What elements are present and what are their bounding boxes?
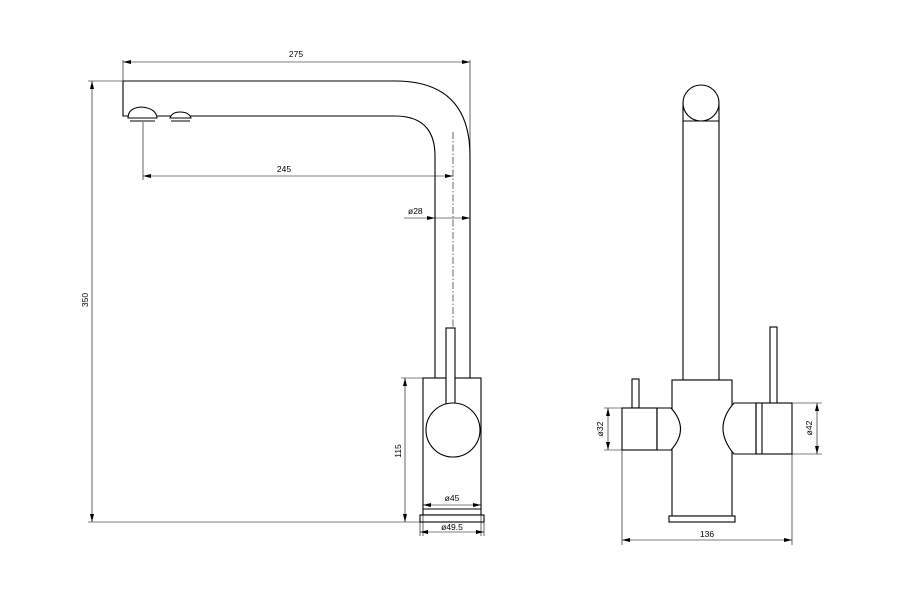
left-handle-lever [631,378,640,409]
front-body [671,379,733,517]
dimension-115: 115 [393,377,423,522]
spout-top-cap [682,84,720,122]
dimension-dia-28-label: ø28 [408,206,423,216]
lever-knob [425,402,481,458]
dimension-115-label: 115 [393,444,403,458]
lever-handle [445,327,456,413]
main-outlet-aerator [127,106,158,119]
dimension-dia-45: ø45 [422,493,482,536]
dimension-dia-45-label: ø45 [445,493,460,503]
dimension-275-label: 275 [289,49,303,59]
dimension-dia-32-label: ø32 [595,421,605,436]
left-handle-transition [656,407,682,451]
dimension-275: 275 [122,49,471,156]
side-view: 275 245 ø28 350 [80,49,485,536]
dimension-136: 136 [621,450,793,545]
dimension-dia-28: ø28 [404,206,470,220]
dimension-dia-49-5-label: ø49.5 [441,522,463,532]
right-handle-transition [722,402,757,455]
left-handle [621,407,658,451]
dimension-dia-42-label: ø42 [804,420,814,435]
dimension-245-label: 245 [277,164,291,174]
right-handle-lever [769,326,778,405]
dimension-dia-49-5: ø49.5 [419,522,485,536]
dimension-136-label: 136 [700,529,714,539]
spout-outer-edge [123,80,471,378]
right-handle [755,402,793,455]
spout-inner-edge [152,115,436,378]
dimension-350-label: 350 [80,293,90,307]
base-plate [419,514,485,523]
spout-column [682,104,720,381]
front-view: ø32 ø42 136 [595,84,822,545]
filtered-outlet-aerator [169,111,192,119]
dimension-245: 245 [142,122,453,180]
dimension-dia-42: ø42 [792,402,822,455]
dimension-dia-32: ø32 [595,407,622,451]
dimension-350: 350 [80,80,420,523]
spout-tip-cap [122,81,130,117]
front-base-plate [668,515,736,523]
